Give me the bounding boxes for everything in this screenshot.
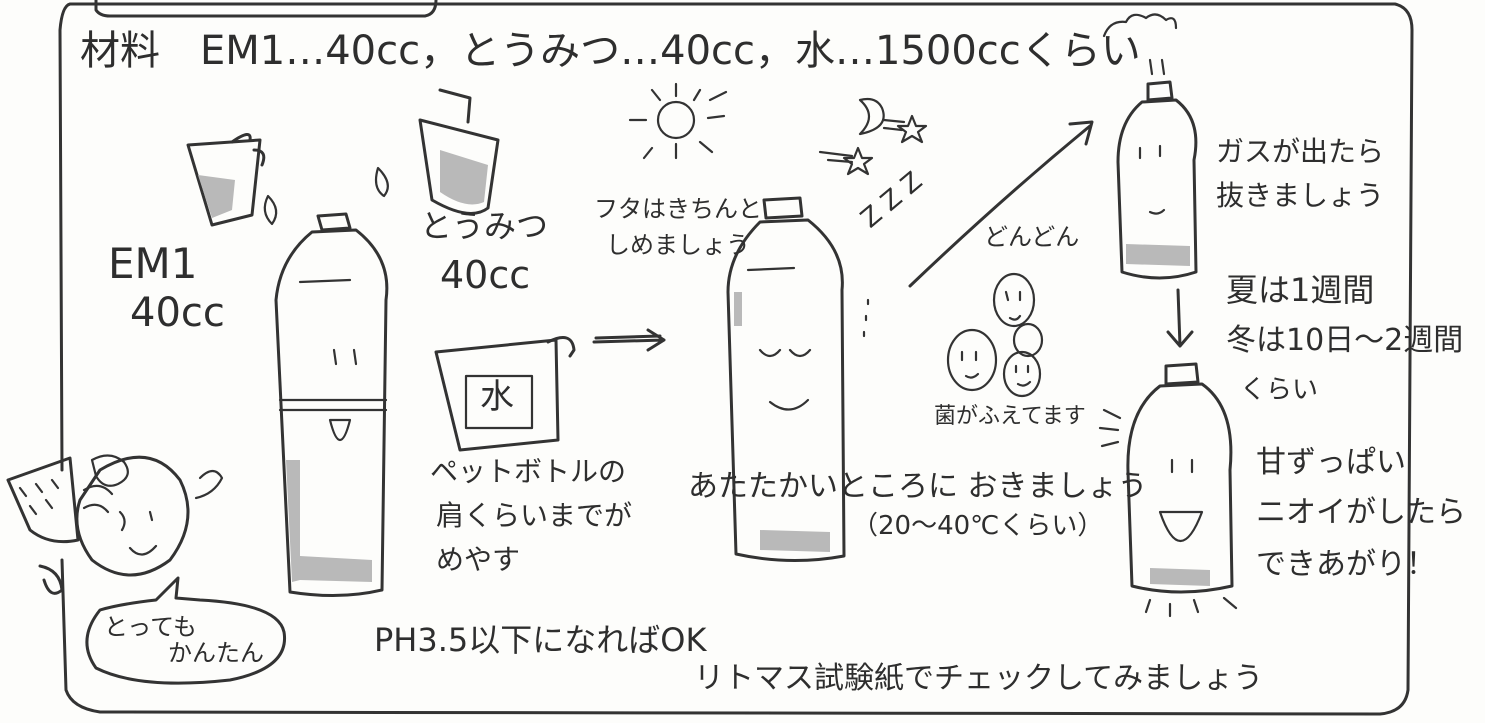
ph-check-line2: リトマス試験紙でチェックしてみましょう xyxy=(694,661,1264,696)
close-cap-line1: フタはきちんと xyxy=(594,195,762,223)
easy-bubble-line2: かんたん xyxy=(168,639,264,667)
bottle-3-icon xyxy=(1102,13,1198,280)
fill-instruction-line3: めやす xyxy=(436,543,521,576)
bottle-2-icon xyxy=(726,196,846,563)
fill-instruction-line2: 肩くらいまでが xyxy=(436,499,633,532)
water-jug-label: 水 xyxy=(480,377,514,417)
speech-bubble xyxy=(85,576,287,685)
molasses-label: とうみつ xyxy=(420,207,549,245)
gas-release-line2: 抜きましょう xyxy=(1216,179,1385,212)
water-jug-icon xyxy=(434,336,576,452)
fill-instruction-line1: ペットボトルの xyxy=(430,455,627,488)
sun-icon xyxy=(628,82,728,160)
gas-release-line1: ガスが出たら xyxy=(1216,135,1385,168)
multiplying-text: どんどん xyxy=(984,223,1080,251)
done-line3: できあがり！ xyxy=(1256,547,1436,582)
ph-check-line1: PH3.5以下になればOK xyxy=(374,621,707,659)
warm-place-line1: あたたかいところに おきましょう xyxy=(688,469,1148,504)
arrow-1-icon xyxy=(592,328,666,352)
duration-approx: くらい xyxy=(1240,375,1319,405)
arrow-down-icon xyxy=(1166,288,1194,348)
bacteria-icon xyxy=(946,272,1044,398)
duration-summer: 夏は1週間 xyxy=(1226,271,1375,309)
easy-bubble-line1: とっても xyxy=(104,613,197,641)
frame-border xyxy=(58,2,1414,716)
molasses-amount: 40cc xyxy=(440,253,531,297)
done-line2: ニオイがしたら xyxy=(1256,495,1466,530)
moon-stars-icon xyxy=(818,97,928,176)
title-box-edge xyxy=(94,0,438,18)
bacteria-note: 菌がふえてます xyxy=(934,404,1086,429)
em1-amount: 40cc xyxy=(130,290,225,336)
molasses-cup-icon xyxy=(374,88,500,215)
em1-cup-icon xyxy=(186,133,278,227)
ingredients-heading: 材料 EM1…40cc，とうみつ…40cc，水…1500ccくらい xyxy=(80,28,1141,74)
arrow-up-icon xyxy=(908,120,1094,288)
sleep-dots xyxy=(862,298,870,338)
close-cap-line2: しめましょう xyxy=(606,231,750,259)
warm-place-line2: （20～40℃くらい） xyxy=(852,511,1104,541)
duration-winter: 冬は10日～2週間 xyxy=(1226,323,1464,358)
bottle-4-icon xyxy=(1098,362,1238,618)
character-icon xyxy=(6,454,224,595)
bottle-1-icon xyxy=(274,212,389,598)
em1-label: EM1 xyxy=(108,239,198,288)
done-line1: 甘ずっぱい xyxy=(1256,445,1406,480)
